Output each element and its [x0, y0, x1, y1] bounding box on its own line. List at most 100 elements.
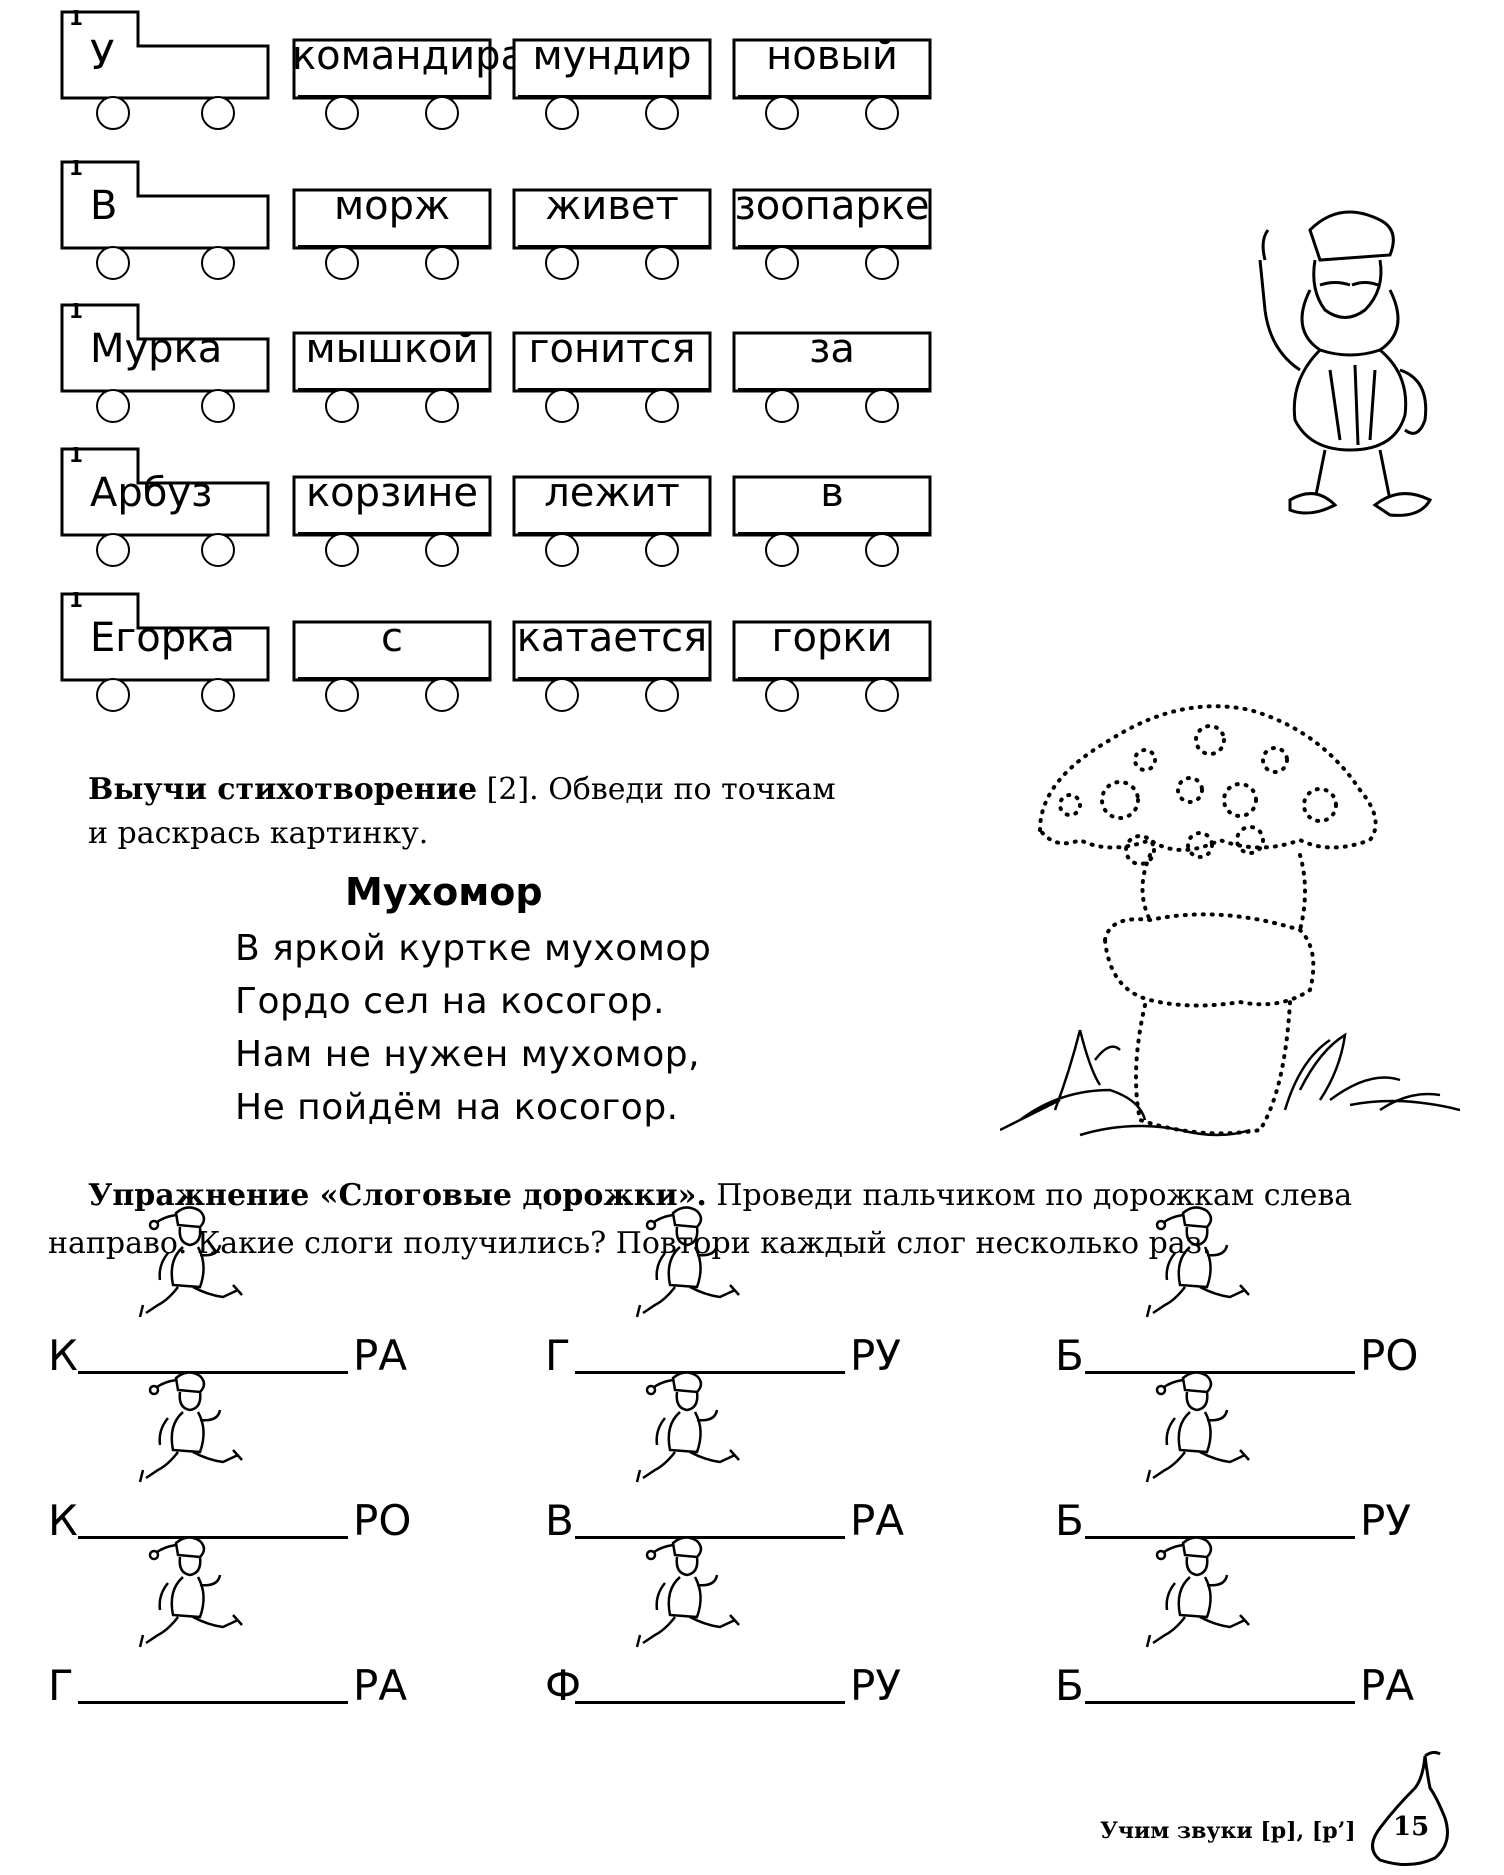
track-path-line[interactable]	[1085, 1536, 1355, 1539]
track-start-letter: Б	[1055, 1496, 1084, 1545]
wagon-wheel	[325, 389, 359, 423]
track-end-syllable: РУ	[850, 1331, 901, 1380]
wagon-wheel	[200, 678, 235, 712]
train-wagon: корзине	[292, 447, 492, 567]
train-wagon: мундир	[512, 10, 712, 130]
wagon-wheel	[865, 533, 899, 567]
train-wagon: зоопарке	[732, 160, 932, 280]
poem-title: Мухомор	[345, 870, 543, 914]
track-start-letter: В	[545, 1496, 574, 1545]
wagon-wheel	[865, 678, 899, 712]
running-gnome-icon	[138, 1371, 243, 1483]
wagon-wheel	[645, 246, 679, 280]
poem-instruction-rest: . Обведи по точкам	[529, 772, 836, 807]
wagon-word: за	[809, 326, 855, 372]
wagon-word: Мурка	[90, 326, 223, 372]
train-wagon: новый	[732, 10, 932, 130]
wagon-word: У	[90, 33, 115, 79]
track-end-syllable: РА	[1360, 1661, 1415, 1710]
track-path-line[interactable]	[78, 1371, 348, 1374]
wagon-wheel	[765, 678, 799, 712]
wagon-wheel	[645, 389, 679, 423]
running-gnome-icon	[138, 1206, 243, 1318]
track-start-letter: Б	[1055, 1331, 1084, 1380]
exercise-instruction-rest: Проведи пальчиком по дорожкам слева	[706, 1178, 1353, 1213]
train-number: 1	[69, 299, 83, 323]
track-start-letter: Б	[1055, 1661, 1084, 1710]
wagon-wheel	[645, 533, 679, 567]
poem-line-3: Нам не нужен мухомор,	[235, 1034, 701, 1075]
wagon-wheel	[425, 678, 459, 712]
wagon-wheel	[95, 533, 130, 567]
wagon-wheel	[765, 96, 799, 130]
wagon-wheel	[425, 389, 459, 423]
gnome-illustration	[1258, 210, 1433, 517]
wagon-wheel	[425, 533, 459, 567]
track-start-letter: Г	[48, 1661, 74, 1710]
wagon-word: горки	[771, 615, 893, 661]
track-path-line[interactable]	[1085, 1371, 1355, 1374]
poem-line-4: Не пойдём на косогор.	[235, 1087, 679, 1128]
track-path-line[interactable]	[575, 1371, 845, 1374]
poem-instruction-bold: Выучи стихотворение	[88, 772, 478, 807]
train-wagon: мышкой	[292, 303, 492, 423]
wagon-wheel	[325, 533, 359, 567]
track-start-letter: К	[48, 1331, 78, 1380]
running-gnome-icon	[1145, 1371, 1250, 1483]
train-wagon: командира	[292, 10, 526, 130]
track-start-letter: К	[48, 1496, 78, 1545]
track-end-syllable: РО	[353, 1496, 412, 1545]
syllable-track: К РА	[48, 1310, 448, 1380]
wagon-wheel	[425, 96, 459, 130]
track-end-syllable: РО	[1360, 1331, 1419, 1380]
wagon-word: командира	[292, 33, 526, 79]
track-end-syllable: РА	[353, 1661, 408, 1710]
poem-instruction-ref: [2]	[477, 772, 530, 807]
running-gnome-icon	[635, 1206, 740, 1318]
wagon-wheel	[95, 96, 130, 130]
wagon-wheel	[425, 246, 459, 280]
poem-instruction: Выучи стихотворение [2]. Обведи по точка…	[88, 768, 836, 856]
exercise-instruction: Упражнение «Слоговые дорожки». Проведи п…	[88, 1174, 1488, 1218]
track-path-line[interactable]	[78, 1701, 348, 1704]
poem-line-1: В яркой куртке мухомор	[235, 928, 712, 969]
syllable-track: Б РА	[1055, 1640, 1455, 1710]
wagon-wheel	[200, 533, 235, 567]
wagon-wheel	[95, 246, 130, 280]
track-end-syllable: РУ	[1360, 1496, 1411, 1545]
track-end-syllable: РА	[850, 1496, 905, 1545]
wagon-word: катается	[516, 615, 708, 661]
wagon-wheel	[765, 389, 799, 423]
wagon-wheel	[545, 96, 579, 130]
wagon-wheel	[545, 678, 579, 712]
wagon-word: новый	[766, 33, 898, 79]
train-wagon: катается	[512, 592, 712, 712]
track-path-line[interactable]	[575, 1701, 845, 1704]
wagon-wheel	[200, 389, 235, 423]
track-end-syllable: РА	[353, 1331, 408, 1380]
track-path-line[interactable]	[1085, 1701, 1355, 1704]
wagon-word: с	[381, 615, 403, 661]
wagon-word: Арбуз	[90, 470, 213, 516]
exercise-instruction-line2: направо. Какие слоги получились? Повтори…	[48, 1226, 1212, 1261]
track-path-line[interactable]	[575, 1536, 845, 1539]
footer-topic: Учим звуки [р], [р’]	[1100, 1818, 1356, 1844]
wagon-wheel	[200, 246, 235, 280]
dotted-mushroom-illustration	[1000, 704, 1460, 1137]
train-wagon: гонится	[512, 303, 712, 423]
track-end-syllable: РУ	[850, 1661, 901, 1710]
train-number: 1	[69, 588, 83, 612]
pear-icon	[1371, 1750, 1449, 1866]
track-path-line[interactable]	[78, 1536, 348, 1539]
running-gnome-icon	[1145, 1536, 1250, 1648]
running-gnome-icon	[635, 1536, 740, 1648]
